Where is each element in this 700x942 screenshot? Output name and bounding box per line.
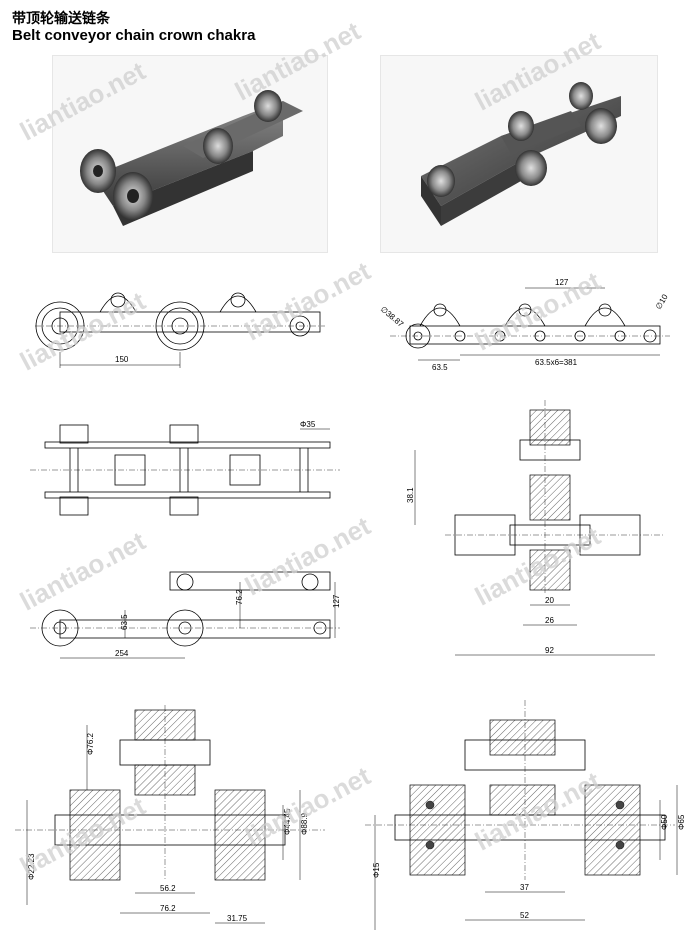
dim-br-phi50: Φ50 (660, 814, 669, 830)
chain-photo-render-right (421, 82, 621, 226)
dim-bl-562: 56.2 (160, 884, 176, 893)
dim-bl-phi762: Φ76.2 (86, 732, 95, 755)
dim-br-52: 52 (520, 911, 529, 920)
dim-low-254: 254 (115, 649, 129, 658)
dim-low-762: 76.2 (235, 589, 244, 605)
drawing-front-elevation: 150 (30, 270, 330, 380)
dim-sec-381: 38.1 (406, 487, 415, 503)
dim-side-d3887: ∅38.87 (379, 305, 406, 330)
drawing-cross-section-right: 38.1 20 26 92 (405, 400, 675, 670)
drawing-lower-front: 63.5 76.2 127 254 (30, 560, 350, 670)
dim-side-phi10: ∅10 (654, 292, 670, 311)
drawing-top-view: Φ35 (30, 415, 340, 525)
drawing-section-bottom-left: Φ76.2 Φ44.45 Φ88.9 Φ22.23 56.2 76.2 31.7… (15, 705, 335, 935)
product-photo-right (380, 55, 658, 253)
dim-bl-3175: 31.75 (227, 914, 248, 923)
drawing-section-bottom-right: Φ50 Φ65 Φ15 37 52 (365, 700, 690, 935)
dim-side-127: 127 (555, 278, 569, 287)
title-chinese: 带顶轮输送链条 (12, 10, 110, 26)
title-english: Belt conveyor chain crown chakra (12, 27, 256, 44)
dim-bl-phi889: Φ88.9 (300, 812, 309, 835)
dim-sec-26: 26 (545, 616, 554, 625)
dim-br-phi15: Φ15 (372, 862, 381, 878)
chain-photo-render-left (80, 90, 303, 226)
dim-sec-92: 92 (545, 646, 554, 655)
dim-br-phi65: Φ65 (677, 814, 686, 830)
dim-low-635: 63.5 (120, 614, 129, 630)
dim-side-total: 63.5x6=381 (535, 358, 578, 367)
dim-bl-phi4445: Φ44.45 (283, 808, 292, 835)
product-photo-left (52, 55, 328, 253)
dim-bl-phi2223: Φ22.23 (27, 853, 36, 880)
dim-front-pitch: 150 (115, 355, 129, 364)
dim-side-635: 63.5 (432, 363, 448, 372)
drawing-side-elevation: 127 ∅38.87 63.5 63.5x6=381 ∅10 (370, 270, 690, 380)
dim-low-127: 127 (332, 594, 341, 608)
dim-top-phi35: Φ35 (300, 420, 316, 429)
dim-bl-762: 76.2 (160, 904, 176, 913)
dim-sec-20: 20 (545, 596, 554, 605)
dim-br-37: 37 (520, 883, 529, 892)
